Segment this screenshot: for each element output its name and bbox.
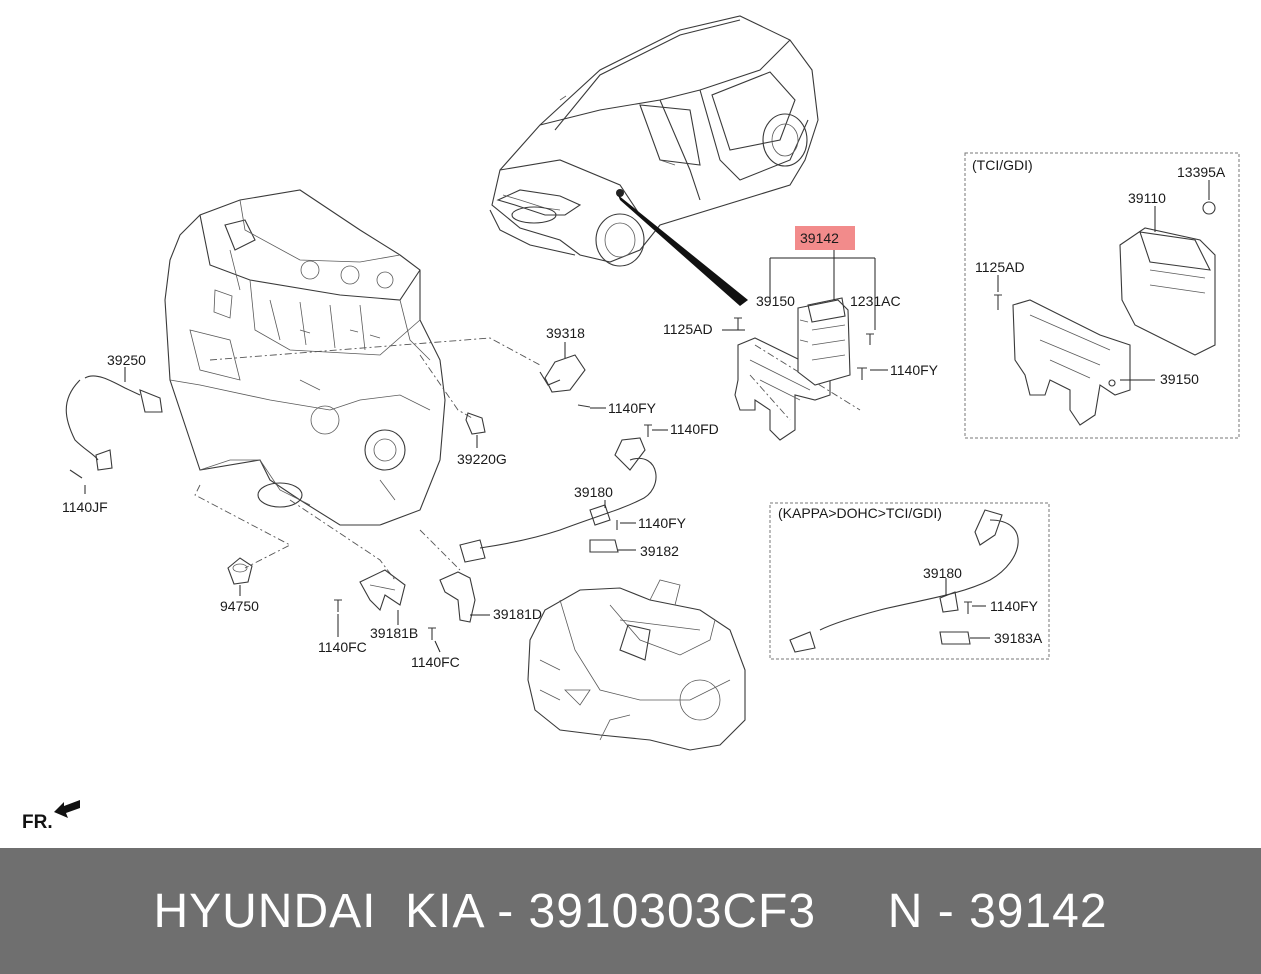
ecu-assembly — [722, 226, 888, 441]
arrow-icon — [54, 800, 80, 818]
label-13395a: 13395A — [1177, 164, 1226, 180]
tci-gdi-panel — [964, 152, 1240, 439]
crank-sensor — [459, 424, 668, 563]
label-1140fc: 1140FC — [411, 654, 460, 670]
part-number-caption: HYUNDAI KIA - 3910303CF3 N - 39142 — [153, 884, 1108, 938]
label-1140fy: 1140FY — [890, 362, 939, 378]
part-labels: 39142 39150 1231AC 1125AD 1140FY 39318 1… — [62, 157, 1226, 670]
highlight-box — [795, 226, 855, 250]
car-illustration — [489, 15, 819, 306]
kappa-panel — [769, 502, 1050, 660]
label-1231ac: 1231AC — [850, 293, 901, 309]
label-39181d: 39181D — [493, 606, 542, 622]
label-94750: 94750 — [220, 598, 259, 614]
label-kappa-dohc: (KAPPA>DOHC>TCI/GDI) — [778, 505, 942, 521]
label-1125ad: 1125AD — [663, 321, 713, 337]
footer-banner: HYUNDAI KIA - 3910303CF3 N - 39142 — [0, 848, 1261, 974]
parts-diagram: 39142 39150 1231AC 1125AD 1140FY 39318 1… — [54, 15, 1240, 818]
label-39150: 39150 — [756, 293, 795, 309]
label-1140fd: 1140FD — [670, 421, 719, 437]
label-39182: 39182 — [640, 543, 679, 559]
label-1140fy: 1140FY — [990, 598, 1039, 614]
label-39150: 39150 — [1160, 371, 1199, 387]
label-39180: 39180 — [574, 484, 613, 500]
label-tci-gdi: (TCI/GDI) — [972, 157, 1033, 173]
label-1140fy: 1140FY — [608, 400, 657, 416]
direction-label: FR. — [22, 812, 53, 833]
temp-sensor — [465, 412, 486, 448]
label-1125ad: 1125AD — [975, 259, 1025, 275]
brackets — [334, 569, 490, 653]
label-1140fc: 1140FC — [318, 639, 367, 655]
label-39183a: 39183A — [994, 630, 1043, 646]
label-39142: 39142 — [800, 230, 839, 246]
dash-leaders — [194, 337, 861, 581]
label-39110: 39110 — [1128, 190, 1166, 206]
cam-sensor — [539, 342, 606, 409]
knock-sensor — [65, 367, 163, 494]
label-39180: 39180 — [923, 565, 962, 581]
engine-illustration — [164, 189, 446, 526]
label-39220g: 39220G — [457, 451, 507, 467]
pressure-sensor — [227, 557, 253, 596]
label-39250: 39250 — [107, 352, 146, 368]
label-1140fy: 1140FY — [638, 515, 687, 531]
transmission-illustration — [527, 579, 746, 751]
label-1140jf: 1140JF — [62, 499, 108, 515]
label-39181b: 39181B — [370, 625, 418, 641]
label-39318: 39318 — [546, 325, 585, 341]
